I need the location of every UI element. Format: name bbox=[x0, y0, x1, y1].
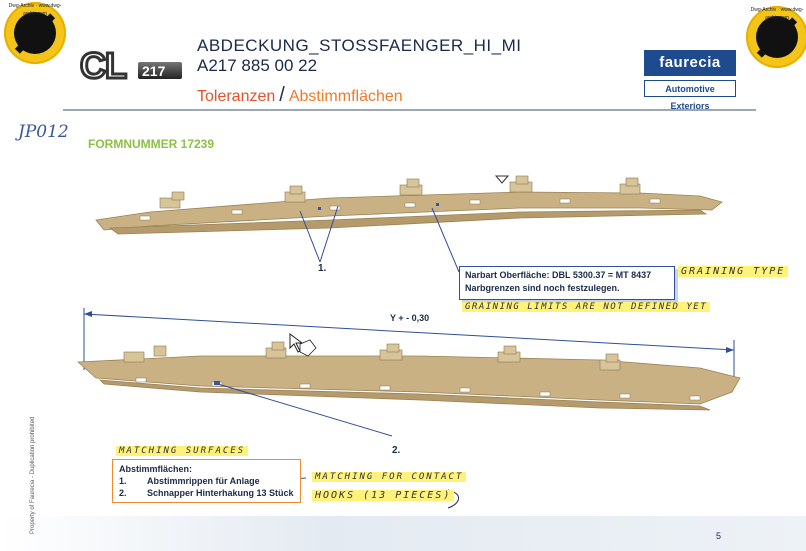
svg-text:CL: CL bbox=[80, 45, 126, 86]
bumper-cover-top-view bbox=[95, 191, 723, 235]
subtitle-tolerances: Toleranzen bbox=[197, 88, 276, 105]
dimension-line bbox=[83, 308, 735, 380]
hook-marker bbox=[214, 381, 220, 385]
part-name: ABDECKUNG_STOSSFAENGER_HI_MI bbox=[197, 36, 522, 55]
leader-2 bbox=[217, 383, 393, 437]
subtitle-separator: / bbox=[279, 84, 285, 106]
dimension-tolerance: Y + - 0,30 bbox=[390, 313, 430, 323]
form-number: FORMNUMMER 17239 bbox=[88, 137, 215, 151]
header-divider bbox=[63, 109, 756, 111]
grain-spec-box: Narbart Oberfläche: DBL 5300.37 = MT 843… bbox=[459, 266, 675, 300]
leader-1b bbox=[319, 205, 339, 263]
note-hooks: HOOKS (13 PIECES) bbox=[312, 490, 455, 501]
matching-item-1: 1.Abstimmrippen für Anlage bbox=[119, 476, 260, 486]
matching-item-2: 2.Schnapper Hinterhakung 13 Stück bbox=[119, 488, 294, 498]
matching-ribs-top bbox=[318, 203, 439, 210]
snap-clips-top bbox=[159, 175, 641, 209]
stamp-text-left: Dwg-Archiv · www.dwg-archiv.com bbox=[8, 3, 62, 17]
archive-stamp-left: Dwg-Archiv · www.dwg-archiv.com bbox=[4, 2, 66, 64]
archive-stamp-right: Dwg-Archiv · www.dwg-archiv.com bbox=[746, 6, 806, 68]
note-graining-type: GRAINING TYPE bbox=[678, 266, 789, 277]
snap-clips-bottom bbox=[123, 341, 621, 371]
page-subtitle: Toleranzen/Abstimmflächen bbox=[197, 84, 403, 107]
leader-1a bbox=[299, 210, 321, 263]
brand-tagline: Automotive Exteriors bbox=[644, 80, 736, 111]
note-matching-contact: MATCHING FOR CONTACT bbox=[312, 472, 467, 482]
note-graining-limits: GRAINING LIMITS ARE NOT DEFINED YET bbox=[462, 302, 711, 312]
page-number: 5 bbox=[716, 531, 722, 541]
bumper-cover-side-view bbox=[77, 355, 741, 411]
svg-text:217: 217 bbox=[142, 63, 166, 79]
callout-label-1: 1. bbox=[318, 263, 327, 274]
matching-box-title: Abstimmflächen: bbox=[119, 464, 193, 474]
grain-spec-line1: Narbart Oberfläche: DBL 5300.37 = MT 843… bbox=[465, 270, 652, 280]
cursor-icon bbox=[289, 333, 304, 353]
rotate-view-icon bbox=[299, 339, 317, 357]
slots-top bbox=[139, 198, 661, 221]
handwritten-id: JP012 bbox=[18, 122, 69, 142]
leader-grain bbox=[431, 207, 460, 273]
footer-band bbox=[0, 516, 806, 551]
matching-surfaces-box: Abstimmflächen: 1.Abstimmrippen für Anla… bbox=[112, 459, 301, 503]
stamp-text-right: Dwg-Archiv · www.dwg-archiv.com bbox=[750, 7, 804, 21]
subtitle-matching-surfaces: Abstimmflächen bbox=[288, 88, 403, 105]
part-number: A217 885 00 22 bbox=[197, 56, 318, 75]
faurecia-logo: faurecia bbox=[644, 50, 736, 76]
cl217-logo: CL 217 bbox=[80, 44, 182, 86]
callout-label-2: 2. bbox=[392, 445, 401, 456]
note-matching-surfaces: MATCHING SURFACES bbox=[116, 446, 249, 456]
marker-symbol bbox=[494, 175, 510, 184]
grain-spec-line2: Narbgrenzen sind noch festzulegen. bbox=[465, 283, 620, 293]
